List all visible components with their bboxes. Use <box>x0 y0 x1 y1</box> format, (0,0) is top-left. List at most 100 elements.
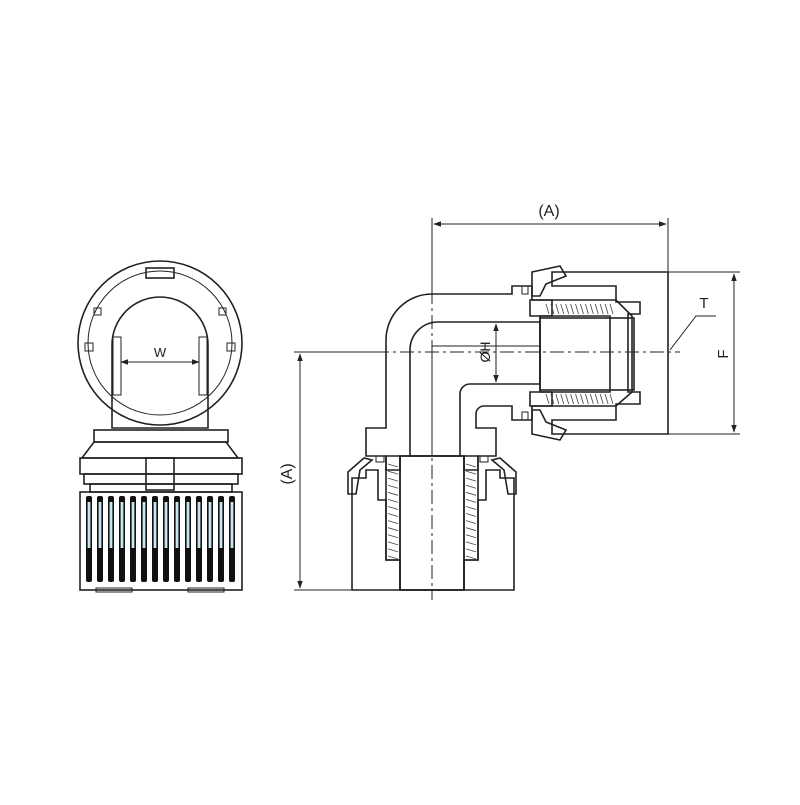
t-leader <box>669 315 716 351</box>
front-outer-ring <box>77 260 243 426</box>
thread-line <box>609 303 614 315</box>
right-seal-bottom <box>531 409 568 441</box>
front-inner-ring <box>87 270 233 416</box>
thread-line <box>387 534 399 539</box>
thread-line <box>465 491 477 496</box>
thread-line <box>465 548 477 553</box>
thread-line <box>550 393 555 405</box>
w-label: W <box>154 345 167 360</box>
thread-line <box>465 484 477 489</box>
thread-line <box>570 303 574 315</box>
elbow-body <box>365 285 553 471</box>
right-mark-top <box>521 285 529 295</box>
knurl-highlight <box>98 502 102 548</box>
bore-dimension-label: ØH <box>477 342 493 363</box>
thread-line <box>609 393 614 405</box>
thread-line <box>387 499 399 503</box>
bottom-mark-left <box>375 455 385 463</box>
thread-line <box>594 393 599 405</box>
thread-line <box>387 484 399 489</box>
thread-line <box>465 534 477 539</box>
knurl-highlight <box>208 502 212 548</box>
knurl-highlight <box>131 502 135 548</box>
thread-line <box>575 393 579 405</box>
knurl-highlight <box>186 502 190 548</box>
right-seal-top <box>531 265 568 297</box>
thread-line <box>465 477 477 482</box>
thread-line <box>589 303 594 315</box>
knurl-highlight <box>109 502 113 548</box>
front-view: W <box>77 260 243 593</box>
front-side-tab-left <box>84 342 94 352</box>
thread-line <box>545 393 550 405</box>
front-nut-foot-right <box>187 587 225 593</box>
thread-line <box>465 520 477 524</box>
knurl-highlight <box>153 502 157 548</box>
thread-line <box>387 506 399 510</box>
front-nut-foot-left <box>95 587 133 593</box>
thread-line <box>555 393 560 405</box>
front-nut <box>79 491 243 591</box>
thread-line <box>387 548 399 553</box>
thread-line <box>465 470 477 475</box>
front-nut-ring <box>79 457 243 475</box>
t-label: T <box>699 295 708 312</box>
bottom-nut <box>351 469 515 591</box>
thread-line <box>387 555 399 560</box>
thread-line <box>387 463 399 468</box>
front-ring-band <box>83 473 239 485</box>
knurl-highlight <box>230 502 234 548</box>
right-nut <box>551 271 669 435</box>
thread-line <box>545 303 550 315</box>
thread-line <box>387 541 399 546</box>
front-body-arch <box>111 296 209 429</box>
thread-line <box>570 393 574 405</box>
thread-line <box>580 393 584 405</box>
top-dimension-label: (A) <box>538 203 559 220</box>
right-mark-bottom <box>521 411 529 421</box>
thread-line <box>565 393 570 405</box>
thread-line <box>387 527 399 532</box>
thread-line <box>465 541 477 546</box>
front-slot-left <box>112 336 122 396</box>
front-slot-right <box>198 336 208 396</box>
thread-line <box>465 499 477 503</box>
thread-line <box>604 303 609 315</box>
bottom-threads <box>387 463 477 560</box>
thread-line <box>589 393 594 405</box>
section-view: (A) (A) ØH F T <box>279 203 740 600</box>
knurl-highlight <box>164 502 168 548</box>
thread-line <box>465 506 477 510</box>
thread-line <box>550 303 555 315</box>
thread-line <box>387 470 399 475</box>
front-tab-ul <box>93 307 102 316</box>
knurl-highlight <box>219 502 223 548</box>
thread-line <box>575 303 579 315</box>
thread-line <box>465 463 477 468</box>
knurl-highlight <box>142 502 146 548</box>
thread-line <box>387 477 399 482</box>
thread-line <box>465 527 477 532</box>
front-body-collar <box>93 429 229 443</box>
thread-line <box>387 513 399 517</box>
thread-line <box>585 303 589 315</box>
thread-line <box>555 303 560 315</box>
front-side-tab-right <box>226 342 236 352</box>
knurl-highlight <box>87 502 91 548</box>
f-dimension-label: F <box>715 349 732 358</box>
bottom-seal-left <box>347 457 374 495</box>
thread-line <box>560 303 565 315</box>
thread-line <box>560 393 565 405</box>
right-bore <box>539 317 635 391</box>
thread-line <box>387 520 399 524</box>
thread-line <box>565 303 570 315</box>
knurl-highlight <box>197 502 201 548</box>
thread-line <box>604 393 609 405</box>
thread-line <box>599 303 604 315</box>
knurl-highlight <box>175 502 179 548</box>
thread-line <box>580 303 584 315</box>
bottom-seal-right <box>490 457 517 495</box>
knurl-highlight <box>120 502 124 548</box>
